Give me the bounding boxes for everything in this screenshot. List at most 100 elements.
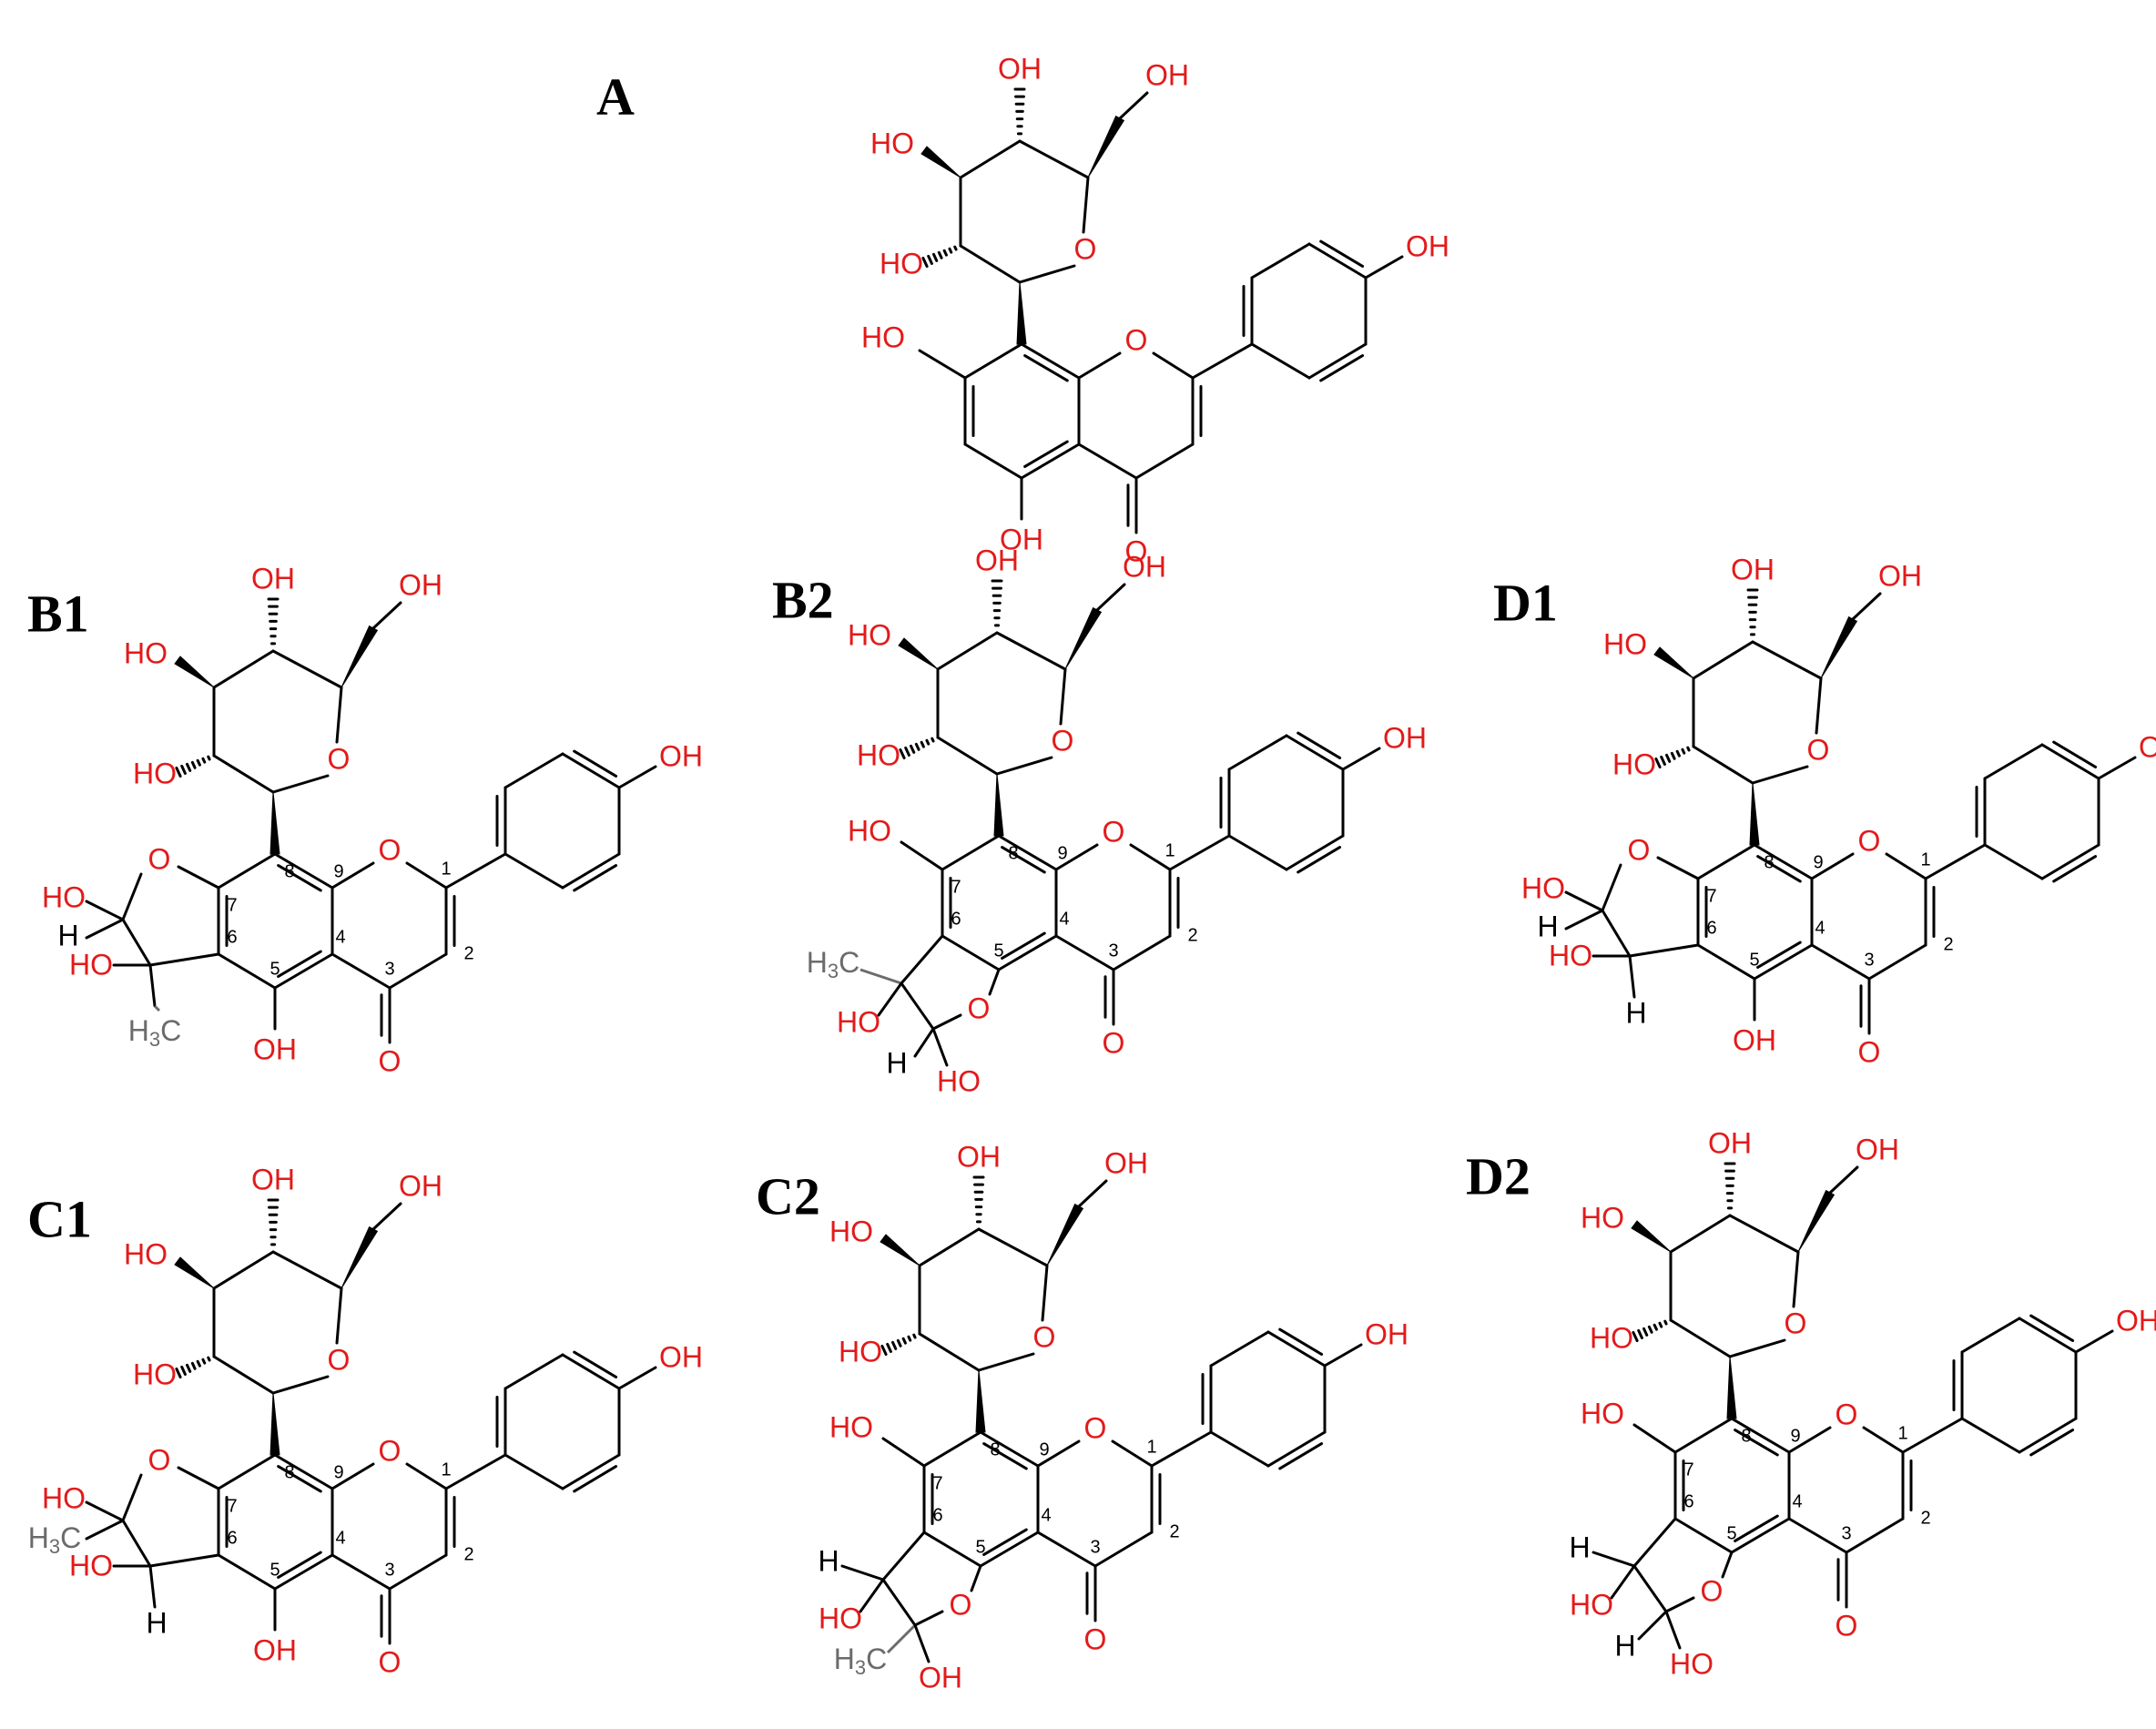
position-5: 5 <box>1726 1523 1736 1543</box>
hash-line <box>1653 1323 1658 1331</box>
position-7: 7 <box>1683 1459 1693 1480</box>
panel-label-C1: C1 <box>27 1189 92 1248</box>
b-ring-bond <box>1250 242 1311 280</box>
furan-hydrogen: H <box>146 1606 167 1639</box>
b-ring-bond-inner <box>1319 354 1365 382</box>
c-ring-bond <box>331 861 375 890</box>
furan-hydroxyl-3: HO <box>69 948 113 981</box>
position-6: 6 <box>1683 1491 1693 1511</box>
sugar-bond <box>212 1355 275 1395</box>
sugar-bond <box>1077 1179 1108 1208</box>
sugar-bond <box>1728 1338 1786 1358</box>
b-ring-bond <box>1250 342 1311 380</box>
position-2: 2 <box>1169 1521 1179 1541</box>
substituent-bond <box>148 1564 157 1609</box>
sugar-bond <box>977 1227 1049 1267</box>
hash-line <box>921 256 929 269</box>
phenol-bond <box>1364 255 1404 280</box>
b-ring-bond <box>1227 734 1288 771</box>
c-ring-bond <box>1134 442 1195 480</box>
position-8: 8 <box>1008 843 1018 863</box>
position-1: 1 <box>1897 1423 1907 1443</box>
b-ring-hydroxyl: OH <box>2139 730 2156 763</box>
hash-line <box>1632 1330 1639 1343</box>
b-ring-bond-inner <box>573 864 618 892</box>
substituent-bond <box>85 918 125 940</box>
panel-label-D2: D2 <box>1466 1146 1531 1205</box>
sugar-hydroxyl-2: HO <box>133 757 177 789</box>
carbonyl-oxygen: O <box>1084 1622 1107 1655</box>
sugar-bond <box>212 754 275 794</box>
a-ring-bond <box>1753 843 1814 880</box>
a-ring-bond <box>941 834 1001 871</box>
sugar-hydroxyl-4: OH <box>251 562 295 595</box>
sugar-hydroxyl-3: HO <box>1603 627 1647 660</box>
hash-line <box>1647 1325 1653 1334</box>
a-ring-bond <box>217 952 277 990</box>
c5-hydroxyl: OH <box>1733 1023 1776 1056</box>
substituent-bond <box>877 981 903 1017</box>
sugar-hydroxyl-3: HO <box>1581 1201 1624 1234</box>
b-ring-bond <box>1983 843 2044 880</box>
panel-label-A: A <box>596 66 635 126</box>
hash-line <box>1665 753 1672 763</box>
b-ring-bond <box>1285 834 1345 871</box>
furan-bond <box>177 1466 220 1490</box>
position-4: 4 <box>1059 909 1069 929</box>
furan-hydroxyl-2: HO <box>1670 1647 1714 1680</box>
furan-bond <box>121 918 152 967</box>
hash-bond <box>1724 1162 1736 1210</box>
sugar-hydroxymethyl: OH <box>399 568 442 601</box>
b-ring-hydroxyl: OH <box>659 739 703 772</box>
structure-D1: OHOHOOHOHOOOH894567123OHOHHOHOH <box>1521 553 2156 1068</box>
hash-line <box>880 1344 888 1357</box>
sugar-bond <box>1692 745 1754 785</box>
sugar-bond <box>371 601 402 630</box>
furan-oxygen: O <box>148 842 171 875</box>
furan-hydroxyl-2: HO <box>42 1481 86 1514</box>
panel-label-C2: C2 <box>756 1166 820 1226</box>
b-ring-bond-inner <box>1319 239 1365 268</box>
a-ring-bond <box>217 852 277 890</box>
pyranone-oxygen: O <box>379 833 402 866</box>
hash-bond <box>175 755 211 778</box>
phenol-bond <box>2074 1329 2114 1354</box>
methyl-bond <box>886 1623 917 1654</box>
hash-line <box>1675 749 1681 758</box>
sugar-hydroxymethyl: OH <box>1123 550 1166 583</box>
sugar-hydroxyl-2: HO <box>1590 1321 1633 1354</box>
hash-line <box>948 247 953 254</box>
c-ring-bond <box>1112 934 1172 971</box>
c7-hydroxyl-bond <box>1632 1423 1677 1454</box>
hash-line <box>925 738 931 746</box>
b-ring-link <box>1901 1417 1964 1454</box>
substituent-bond <box>148 963 157 1008</box>
sugar-ring-oxygen: O <box>1033 1320 1056 1353</box>
furan-bond <box>900 981 935 1031</box>
furan-bond <box>970 1564 982 1592</box>
b-ring-bond <box>1960 1317 2021 1354</box>
position-2: 2 <box>463 1544 473 1564</box>
substituent-bond <box>1610 1564 1636 1600</box>
furan-bond <box>1664 1596 1695 1613</box>
sugar-hydroxyl-3: HO <box>124 1237 168 1270</box>
a-ring-bond <box>941 934 1001 971</box>
sugar-bond <box>1751 640 1823 680</box>
a-ring-bond <box>1696 843 1756 880</box>
substituent-bond <box>85 900 125 921</box>
hash-line <box>1663 1319 1668 1326</box>
b-ring-hydroxyl: OH <box>1365 1317 1409 1350</box>
a-ring-bond <box>922 1531 982 1568</box>
b-ring-bond-inner <box>2029 1429 2075 1457</box>
sugar-bond <box>271 1375 330 1395</box>
sugar-bond <box>1118 91 1149 120</box>
methyl-bond <box>859 968 902 985</box>
sugar-bond <box>959 244 1022 284</box>
a-ring-bond <box>1753 943 1814 981</box>
position-9: 9 <box>1039 1439 1049 1459</box>
wedge-bond <box>920 146 961 178</box>
position-4: 4 <box>335 927 345 947</box>
